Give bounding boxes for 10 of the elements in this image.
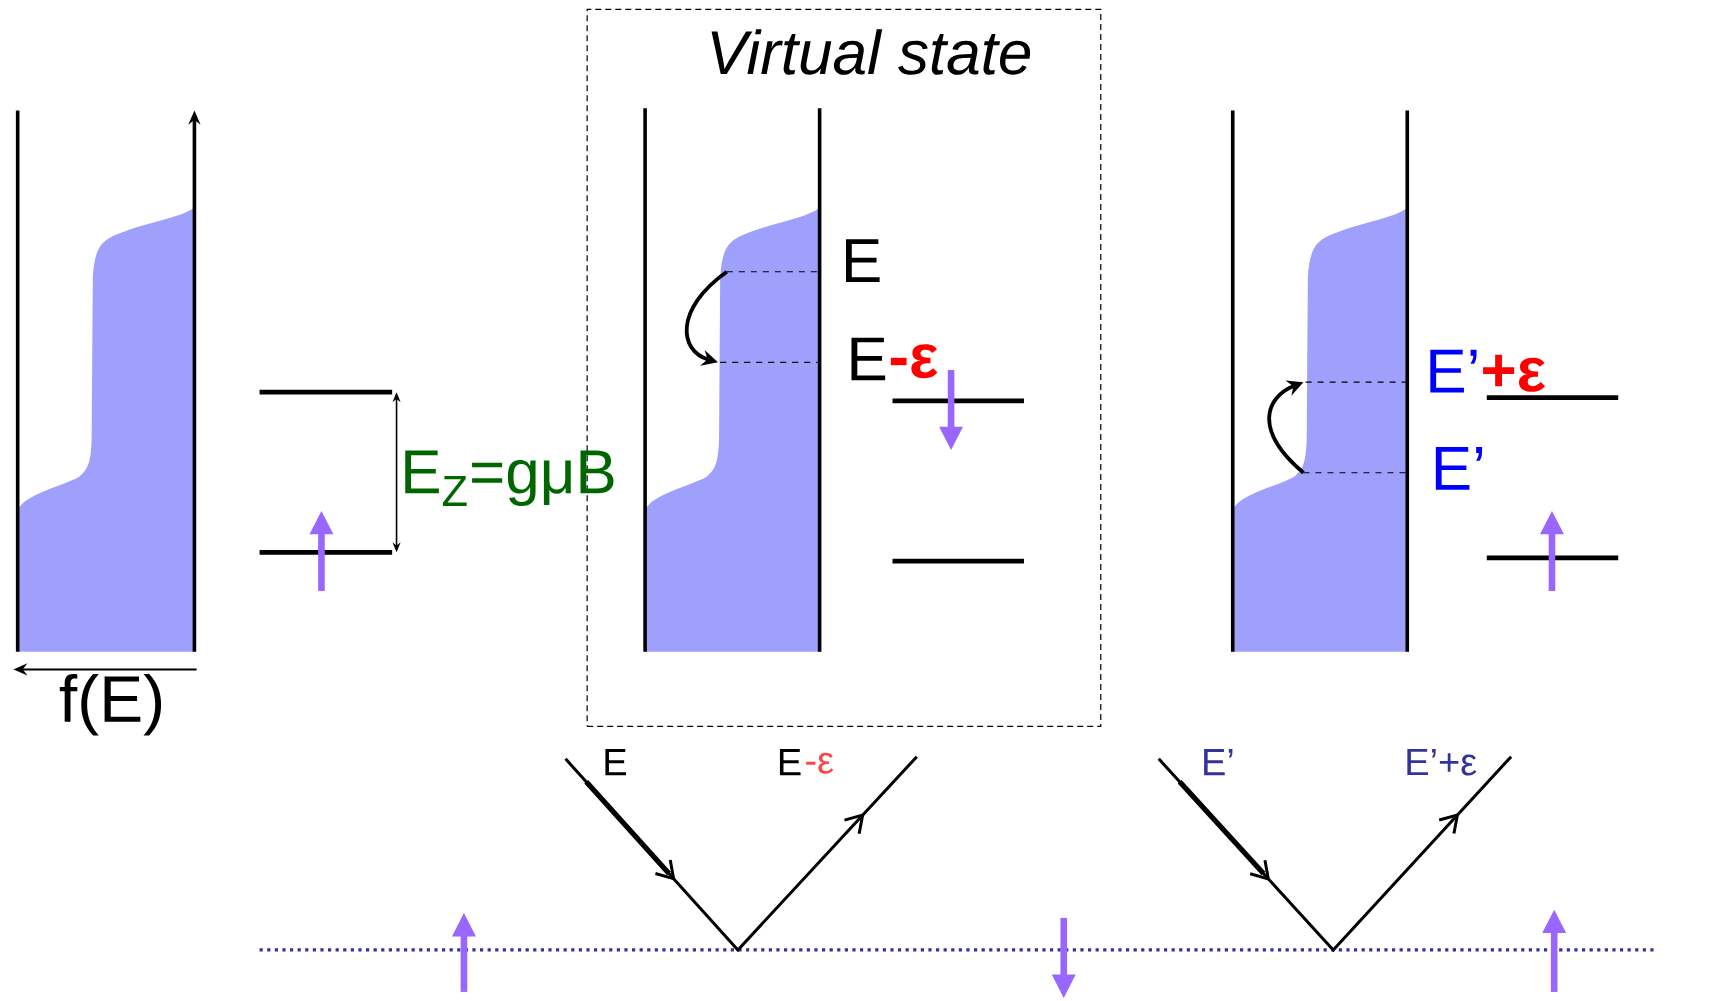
text-label: E’+ε xyxy=(1407,749,1477,776)
text-label: -ε xyxy=(890,344,938,379)
text-label: E’ xyxy=(1204,749,1233,776)
text-label: E’ xyxy=(1430,349,1477,393)
text-label: E xyxy=(851,337,886,381)
text-label: E$_{Z}$=gμB xyxy=(405,450,614,507)
text-label: +ε xyxy=(1483,355,1546,392)
text-label: f(E) xyxy=(59,674,162,736)
text-label: E xyxy=(846,239,880,283)
text-label: E’ xyxy=(1435,447,1483,490)
